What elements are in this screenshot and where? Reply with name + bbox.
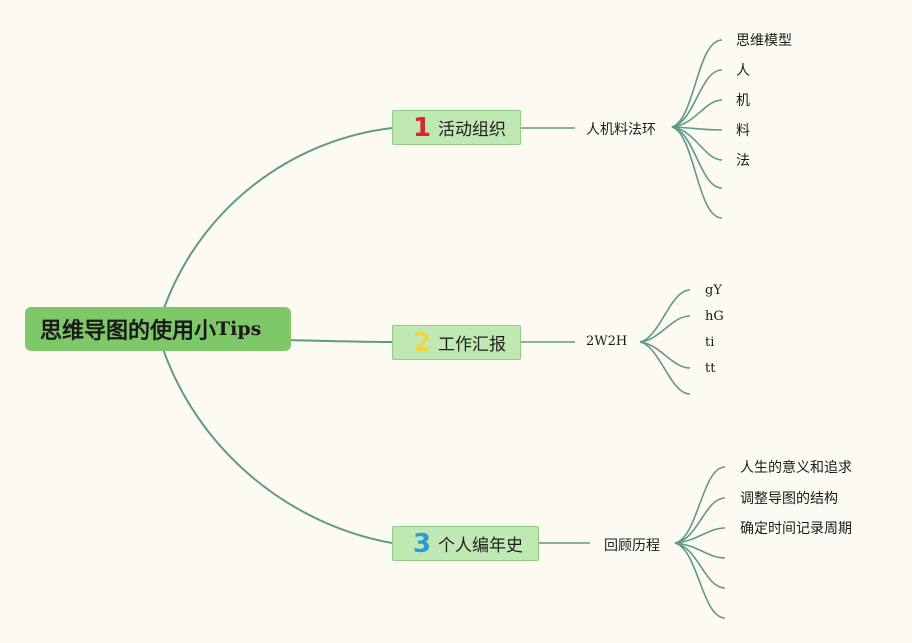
branch-topic-1[interactable]: 1 活动组织 xyxy=(392,110,521,145)
leaf-connectors-branch-2 xyxy=(639,289,691,395)
leaf-2-2[interactable]: hG xyxy=(705,309,724,324)
subtopic-3[interactable]: 回顾历程 xyxy=(602,535,662,555)
leaf-2-4[interactable]: tt xyxy=(705,361,716,376)
leaf-3-3[interactable]: 确定时间记录周期 xyxy=(740,521,852,537)
branch-topic-2[interactable]: 2 工作汇报 xyxy=(392,325,521,360)
edge-root-branch-1 xyxy=(159,127,393,321)
subtopic-2[interactable]: 2W2H xyxy=(584,334,630,349)
branch-label: 活动组织 xyxy=(438,120,506,140)
branch-label: 个人编年史 xyxy=(438,536,523,556)
leaf-1-4[interactable]: 料 xyxy=(736,123,750,139)
edge-root-branch-3 xyxy=(159,339,393,544)
branch-label: 工作汇报 xyxy=(438,335,506,355)
leaf-2-1[interactable]: gY xyxy=(705,283,722,298)
leaf-3-1[interactable]: 人生的意义和追求 xyxy=(740,460,852,476)
leaf-1-1[interactable]: 思维模型 xyxy=(736,33,792,49)
root-title-latin: Tips xyxy=(216,318,262,340)
leaf-3-2[interactable]: 调整导图的结构 xyxy=(740,491,838,507)
leaf-1-5[interactable]: 法 xyxy=(736,153,750,169)
number-3-icon: 3 xyxy=(413,528,432,559)
branch-topic-3[interactable]: 3 个人编年史 xyxy=(392,526,539,561)
number-1-icon: 1 xyxy=(413,112,432,143)
leaf-1-2[interactable]: 人 xyxy=(736,63,750,79)
edge-root-branch-2 xyxy=(284,339,393,343)
leaf-connectors-branch-1 xyxy=(671,39,723,219)
subtopic-1[interactable]: 人机料法环 xyxy=(584,119,658,139)
leaf-1-3[interactable]: 机 xyxy=(736,93,750,109)
leaf-2-3[interactable]: ti xyxy=(705,335,715,350)
number-2-icon: 2 xyxy=(413,327,432,358)
leaf-connectors-branch-3 xyxy=(674,466,726,619)
root-title-cjk: 思维导图的使用小 xyxy=(40,319,217,344)
